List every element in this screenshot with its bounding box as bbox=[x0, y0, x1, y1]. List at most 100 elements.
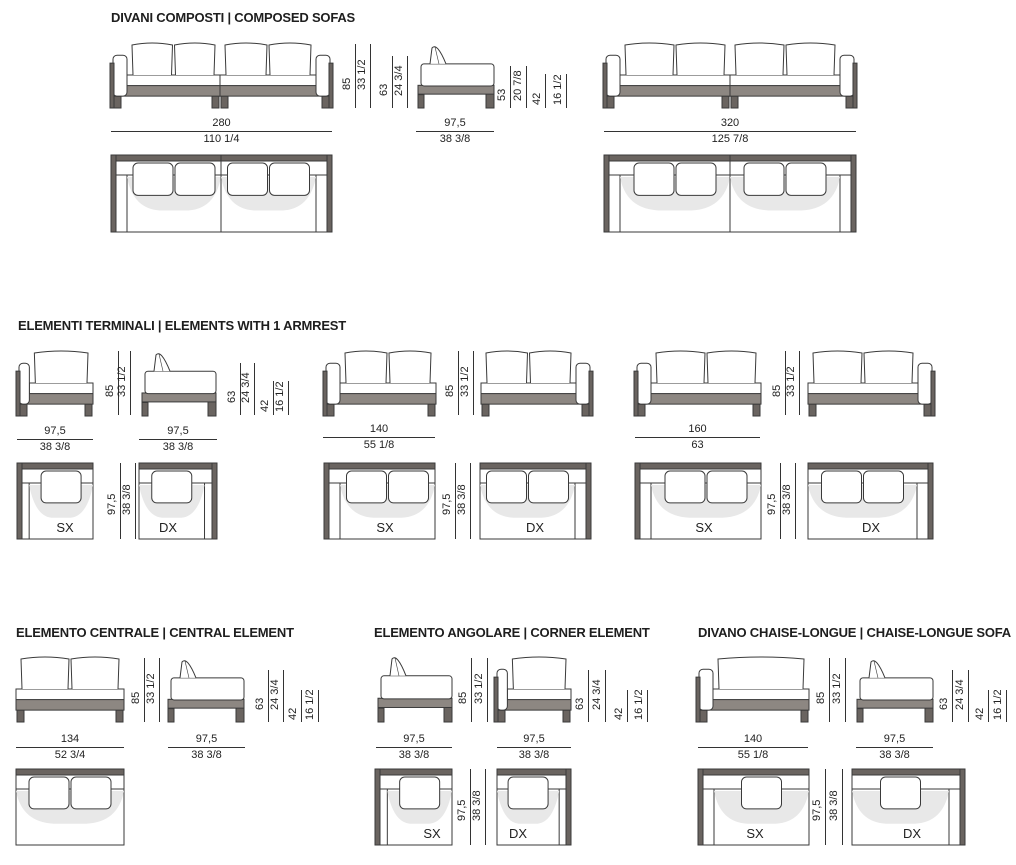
back-cushion-side bbox=[179, 660, 197, 679]
sofa-280-front-left bbox=[109, 42, 221, 109]
dimension-label: 33 1/2 bbox=[831, 673, 843, 704]
frame-back bbox=[496, 768, 572, 776]
dimension-line bbox=[288, 381, 289, 415]
dimension-label: 63 bbox=[938, 697, 950, 710]
dimension-label: 97,5 bbox=[811, 799, 823, 821]
frame-side bbox=[959, 768, 966, 846]
width-cm-label: 97,5 bbox=[195, 733, 218, 745]
frame-base bbox=[807, 393, 933, 405]
frame-side bbox=[585, 462, 592, 540]
width-inch-label: 63 bbox=[691, 439, 704, 451]
seat-shadow bbox=[29, 485, 93, 518]
back-cushion bbox=[485, 350, 529, 384]
width-cm-label: 140 bbox=[369, 423, 389, 435]
leg bbox=[417, 94, 425, 109]
dimension-line bbox=[376, 747, 452, 748]
leg bbox=[326, 403, 335, 417]
dimension-line bbox=[318, 690, 319, 722]
dimension-line bbox=[795, 463, 796, 539]
outline bbox=[138, 462, 218, 540]
width-cm-label: 140 bbox=[743, 733, 763, 745]
label-dx: DX bbox=[525, 520, 545, 535]
back-rest bbox=[807, 468, 929, 484]
dimension-line bbox=[968, 670, 969, 722]
frame-base bbox=[636, 393, 762, 405]
width-inch-label: 38 3/8 bbox=[879, 749, 910, 761]
width-cm-label: 134 bbox=[60, 733, 80, 745]
seat-shadow bbox=[714, 791, 809, 824]
dimension-label: 33 1/2 bbox=[145, 673, 157, 704]
frame-base bbox=[377, 697, 453, 708]
leg bbox=[808, 403, 817, 417]
frame-side bbox=[852, 62, 858, 109]
seat-shadow bbox=[620, 177, 730, 211]
back-cushion bbox=[528, 350, 572, 384]
dimension-line bbox=[785, 351, 786, 415]
central-element-side bbox=[167, 660, 245, 723]
dimension-line bbox=[510, 66, 511, 108]
dimension-label: 85 bbox=[771, 384, 783, 397]
leg bbox=[856, 708, 864, 723]
dimension-line bbox=[301, 690, 302, 722]
back-cushion bbox=[655, 350, 706, 384]
dimension-line bbox=[139, 439, 217, 440]
armrest-left bbox=[21, 482, 30, 540]
frame-side bbox=[588, 370, 594, 417]
outline bbox=[15, 768, 125, 846]
element-160-front-sx bbox=[633, 350, 762, 417]
back-cushion bbox=[511, 656, 567, 690]
seat-shadow bbox=[16, 791, 124, 824]
frame-back bbox=[16, 462, 94, 470]
width-inch-label: 38 3/8 bbox=[162, 441, 194, 453]
dimension-label: 97,5 bbox=[456, 799, 468, 821]
frame-side bbox=[695, 676, 701, 723]
frame-side bbox=[110, 154, 117, 233]
frame-back bbox=[323, 462, 436, 470]
seat-cushion bbox=[712, 688, 810, 701]
leg bbox=[141, 401, 149, 417]
width-inch-label: 125 7/8 bbox=[711, 133, 749, 145]
width-inch-label: 55 1/8 bbox=[737, 749, 769, 761]
frame-side bbox=[927, 462, 934, 540]
frame-base bbox=[417, 84, 495, 95]
label-dx: DX bbox=[902, 826, 922, 841]
back-cushion bbox=[131, 42, 174, 76]
dimension-line bbox=[526, 66, 527, 108]
frame-base bbox=[18, 393, 94, 405]
dimension-line bbox=[952, 670, 953, 722]
sofa-320-front-right bbox=[729, 42, 858, 109]
back-cushion bbox=[675, 42, 726, 76]
label-sx: SX bbox=[695, 520, 713, 535]
sofa-320-top-right bbox=[729, 154, 857, 233]
section-title-composed-sofas: DIVANI COMPOSTI | COMPOSED SOFAS bbox=[111, 10, 356, 25]
dimension-label: 24 3/4 bbox=[269, 679, 281, 710]
dimension-line bbox=[698, 747, 808, 748]
frame-side bbox=[323, 462, 330, 540]
frame-back bbox=[603, 154, 731, 162]
frame-base bbox=[112, 85, 221, 97]
dimension-line bbox=[485, 769, 486, 845]
section-title-elements-1-armrest: ELEMENTI TERMINALI | ELEMENTS WITH 1 ARM… bbox=[18, 318, 347, 333]
dimension-line bbox=[487, 658, 488, 722]
back-rest bbox=[639, 468, 762, 484]
outline bbox=[16, 462, 94, 540]
back-rest bbox=[15, 774, 125, 790]
chaise-longue-front bbox=[695, 656, 810, 723]
seat-cushion bbox=[339, 382, 437, 395]
dimension-label: 33 1/2 bbox=[473, 673, 485, 704]
dimension-label: 53 bbox=[496, 88, 508, 101]
frame-back bbox=[110, 154, 222, 162]
armrest-left bbox=[325, 362, 341, 405]
seat-cushion bbox=[126, 74, 221, 87]
leg bbox=[84, 403, 93, 417]
dimension-label: 38 3/8 bbox=[781, 484, 793, 515]
element-97-top-dx bbox=[138, 462, 218, 540]
element-160-front-dx bbox=[807, 350, 936, 417]
width-cm-label: 97,5 bbox=[523, 733, 545, 745]
dimension-line bbox=[799, 351, 800, 415]
seat-cushion bbox=[650, 382, 762, 395]
armrest-right bbox=[575, 362, 591, 405]
dimension-line bbox=[470, 769, 471, 845]
element-97-top-sx bbox=[16, 462, 94, 540]
back-cushion bbox=[863, 470, 904, 504]
